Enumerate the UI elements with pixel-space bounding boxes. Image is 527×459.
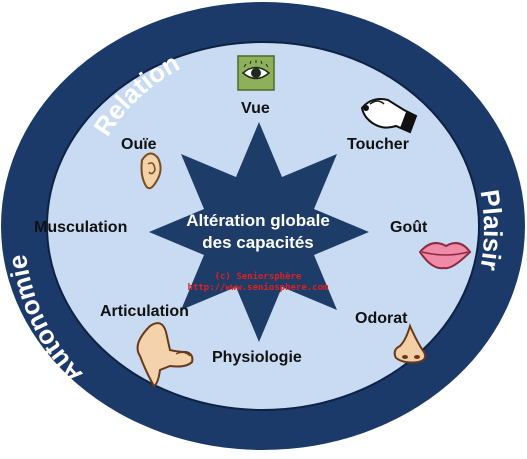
copyright-url: http://www.seniosphere.com [187,283,329,293]
copyright-line1: (c) Seniorsphère [214,272,302,282]
label-physiologie: Physiologie [212,349,302,366]
ear-icon [140,152,162,190]
center-title-line1: Altération globale [186,211,330,230]
label-gout: Goût [390,219,428,236]
label-ouie: Ouïe [121,136,157,153]
center-title-line2: des capacités [202,233,314,252]
label-musculation: Musculation [34,219,128,236]
center-star [149,122,369,342]
center-title: Altération globale des capacités [158,210,358,254]
label-articulation: Articulation [100,303,189,320]
nose-icon [393,323,427,364]
label-toucher: Toucher [347,136,409,153]
hand-icon [360,98,418,134]
label-vue: Vue [241,100,270,117]
foot-icon [136,322,194,388]
lips-icon [418,242,472,270]
label-odorat: Odorat [355,310,408,327]
eye-icon [237,55,275,91]
